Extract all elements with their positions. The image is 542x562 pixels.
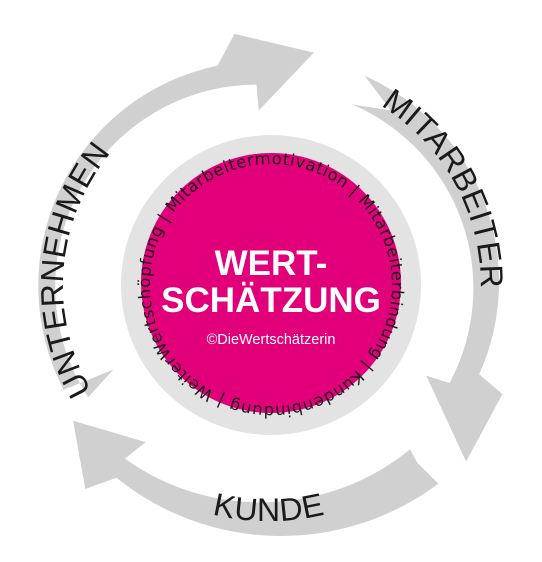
label-customer-text: KUNDE [211, 486, 327, 528]
cycle-arrows [38, 33, 503, 537]
center-copyright: ©DieWertschätzerin [207, 332, 336, 348]
label-company: UNTERNEHMEN [34, 135, 117, 404]
label-company-text: UNTERNEHMEN [34, 135, 116, 404]
center-title-line1: WERT- [215, 244, 328, 283]
center-title-line2: SCHÄTZUNG [161, 281, 381, 320]
arrow-segment-right [352, 75, 503, 462]
label-customer: KUNDE [211, 486, 327, 528]
arrow-segment-top [38, 33, 314, 398]
arrow-segment-bottom [73, 420, 439, 537]
center-circle [141, 153, 401, 413]
